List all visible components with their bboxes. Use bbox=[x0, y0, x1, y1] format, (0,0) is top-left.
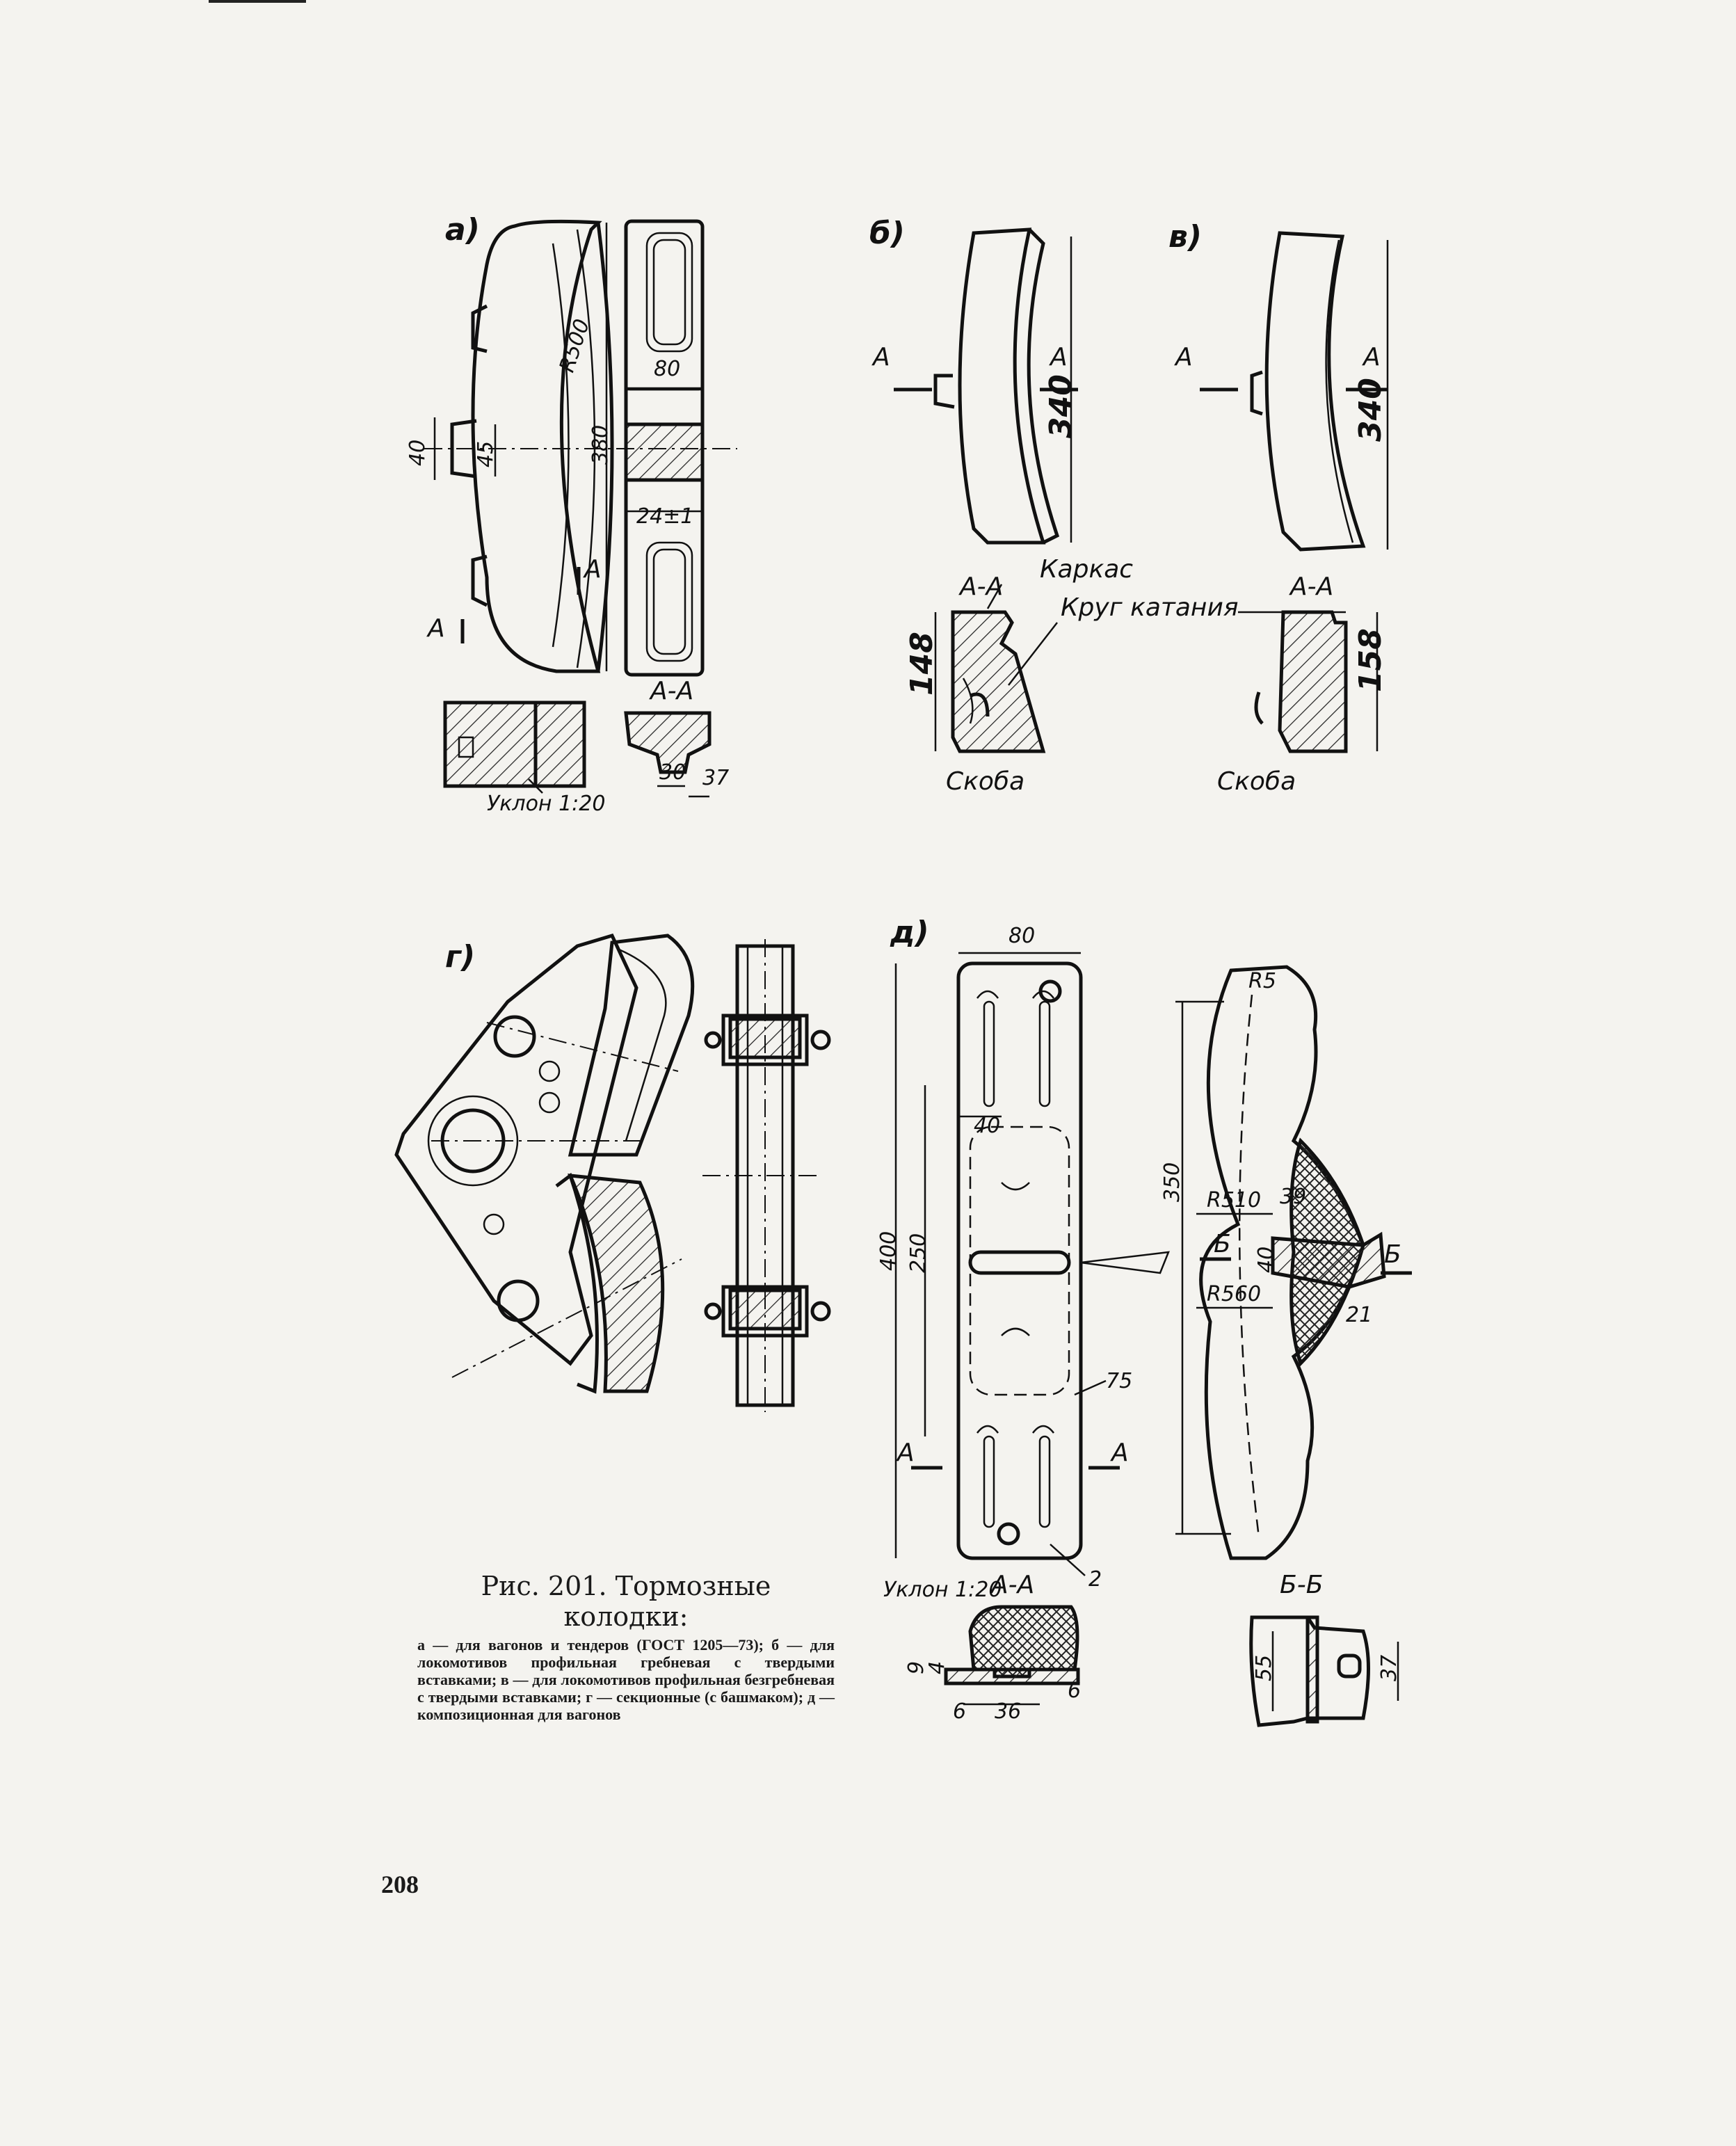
figure-b-label: б) bbox=[869, 216, 905, 251]
figure-a-section-mark-right: А bbox=[583, 555, 602, 584]
figure-d-sa-6a: 6 bbox=[953, 1699, 966, 1724]
figure-g: г) bbox=[394, 933, 831, 1412]
figure-d-dim-40: 40 bbox=[1254, 1247, 1278, 1273]
figure-a-section-mark-left: А bbox=[426, 614, 445, 643]
figure-d-mark-2: 2 bbox=[1088, 1567, 1102, 1592]
figure-b-rolling-label: Круг катания bbox=[1061, 593, 1239, 622]
figure-g-upper-shoe bbox=[568, 934, 695, 1157]
page-number: 208 bbox=[381, 1871, 419, 1898]
figure-a-section bbox=[624, 711, 712, 774]
figure-a-section-w1: 30 bbox=[659, 760, 686, 785]
figure-a-lug-inner: 45 bbox=[474, 441, 498, 467]
figure-d-r1: R510 bbox=[1207, 1188, 1261, 1212]
figure-d-height: 400 bbox=[876, 1231, 901, 1271]
figure-b-section-title: А-А bbox=[958, 572, 1003, 601]
figure-v-section-height: 158 bbox=[1353, 628, 1388, 692]
figure-b-mark-right: А bbox=[1049, 343, 1068, 371]
figure-d-slot: 40 bbox=[974, 1114, 1000, 1138]
caption-title: Рис. 201. Тормозные колодки: bbox=[481, 1571, 771, 1632]
figure-b: б) А А 340 Каркас Круг катания А-А 148 С… bbox=[869, 216, 1239, 796]
figure-v-section bbox=[1278, 610, 1348, 753]
figure-a-lug: 40 bbox=[405, 440, 430, 466]
figure-b-section bbox=[951, 610, 1046, 753]
figure-d-taper: Уклон 1:20 bbox=[883, 1578, 1002, 1602]
figure-a-label: а) bbox=[445, 212, 480, 248]
figure-d-side-height: 350 bbox=[1160, 1162, 1184, 1202]
figure-v-mark-right: А bbox=[1362, 343, 1381, 371]
figure-a-taper-block bbox=[443, 700, 586, 788]
figure-d-b-mark-left: Б bbox=[1214, 1230, 1231, 1258]
figure-v-mark-left: А bbox=[1174, 343, 1193, 371]
figure-caption: Рис. 201. Тормозные колодки: а — для ваг… bbox=[417, 1571, 835, 1723]
figure-g-housing bbox=[394, 933, 638, 1366]
figure-g-lower-shoe bbox=[568, 1174, 665, 1393]
figure-d-sb-55: 55 bbox=[1252, 1655, 1276, 1681]
figure-b-mark-left: А bbox=[871, 343, 890, 371]
figure-v-section-title: А-А bbox=[1289, 572, 1333, 601]
figure-d-label: д) bbox=[890, 915, 929, 950]
figure-d-section-a bbox=[968, 1605, 1079, 1679]
figure-d: д) 80 400 250 40 75 2 bbox=[876, 915, 1412, 1727]
figure-d-b-mark-right: Б bbox=[1384, 1240, 1401, 1269]
figure-d-section-b-title: Б-Б bbox=[1280, 1571, 1323, 1599]
figure-d-dim-39: 39 bbox=[1280, 1185, 1306, 1209]
figure-a-width: 80 bbox=[654, 357, 680, 381]
figure-g-label: г) bbox=[445, 939, 475, 975]
figure-d-side bbox=[1199, 965, 1365, 1560]
figure-d-sa-9: 9 bbox=[904, 1661, 929, 1674]
figure-a-radius: R500 bbox=[555, 316, 595, 375]
figure-d-dim-21: 21 bbox=[1346, 1303, 1372, 1327]
figure-d-inner: 250 bbox=[906, 1233, 931, 1273]
figure-a-section-title: А-А bbox=[649, 677, 693, 705]
figure-a: а) R500 380 40 45 А А 80 bbox=[405, 212, 737, 816]
figure-d-section-mark-right: А bbox=[1110, 1439, 1129, 1467]
figure-b-frame-label: Каркас bbox=[1040, 555, 1133, 584]
figure-v-height: 340 bbox=[1353, 378, 1388, 442]
figure-v: в) А А 340 А-А 158 Скоба bbox=[1168, 219, 1389, 796]
figure-b-bracket-label: Скоба bbox=[946, 767, 1024, 796]
figure-d-section-a-title: А-А bbox=[990, 1571, 1034, 1599]
caption-text: а — для вагонов и тендеров (ГОСТ 1205—73… bbox=[417, 1636, 835, 1723]
figure-d-section-b bbox=[1249, 1615, 1370, 1727]
figure-d-r3: R5 bbox=[1248, 969, 1276, 993]
figure-d-sb-37: 37 bbox=[1377, 1655, 1401, 1681]
figure-d-section-mark-left: А bbox=[896, 1439, 915, 1467]
figure-d-sa-36: 36 bbox=[995, 1699, 1021, 1724]
figure-a-taper: Уклон 1:20 bbox=[487, 792, 605, 816]
figure-d-width: 80 bbox=[1008, 924, 1035, 948]
figure-d-sa-6b: 6 bbox=[1068, 1679, 1081, 1703]
figure-b-section-height: 148 bbox=[904, 632, 940, 696]
figure-d-plan bbox=[956, 961, 1083, 1560]
figure-v-shoe bbox=[1264, 231, 1366, 552]
figure-v-label: в) bbox=[1168, 219, 1202, 255]
figure-d-sa-4: 4 bbox=[925, 1661, 949, 1674]
figure-a-section-w2: 37 bbox=[702, 766, 729, 790]
figure-a-height: 380 bbox=[588, 425, 613, 465]
figure-d-pad: 75 bbox=[1106, 1369, 1132, 1393]
figure-b-height: 340 bbox=[1043, 374, 1079, 438]
figure-a-slot: 24±1 bbox=[636, 504, 693, 529]
figure-a-shoe-side bbox=[471, 219, 602, 673]
figure-d-r2: R560 bbox=[1207, 1282, 1261, 1306]
top-rule bbox=[209, 0, 306, 3]
figure-v-bracket-label: Скоба bbox=[1217, 767, 1296, 796]
